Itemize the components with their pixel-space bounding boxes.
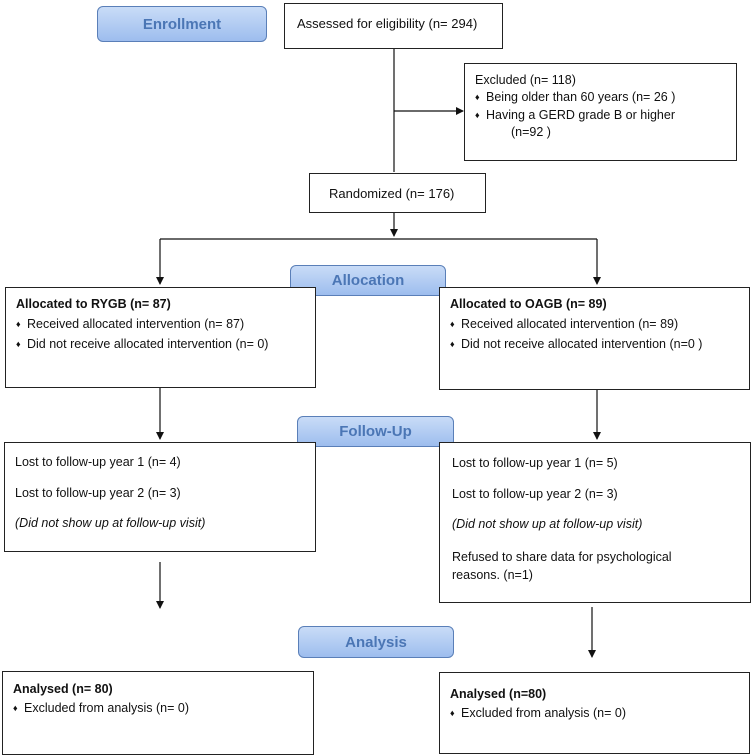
stage-allocation: Allocation — [290, 265, 446, 296]
assessed-box: Assessed for eligibility (n= 294) — [284, 3, 503, 49]
bullet-icon: ♦ — [450, 707, 455, 718]
left-followup-box: Lost to follow-up year 1 (n= 4) Lost to … — [4, 442, 316, 552]
right-allocation-box: Allocated to OAGB (n= 89) ♦Received allo… — [439, 287, 750, 390]
left-analysis-item: ♦Excluded from analysis (n= 0) — [13, 699, 313, 718]
excluded-title: Excluded (n= 118) — [475, 73, 576, 87]
left-allocation-item: ♦Did not receive allocated intervention … — [16, 334, 315, 354]
left-followup-note: (Did not show up at follow-up visit) — [15, 516, 206, 531]
excluded-item: ♦Being older than 60 years (n= 26 ) — [475, 90, 676, 105]
right-followup-year2: Lost to follow-up year 2 (n= 3) — [452, 486, 618, 501]
randomized-text: Randomized (n= 176) — [329, 186, 455, 201]
left-followup-year2: Lost to follow-up year 2 (n= 3) — [15, 485, 181, 500]
left-allocation-box: Allocated to RYGB (n= 87) ♦Received allo… — [5, 287, 316, 388]
right-followup-note: (Did not show up at follow-up visit) — [452, 517, 643, 532]
stage-analysis: Analysis — [298, 626, 454, 658]
excluded-box: Excluded (n= 118) ♦Being older than 60 y… — [464, 63, 737, 161]
bullet-icon: ♦ — [450, 319, 455, 329]
right-analysis-title: Analysed (n=80) — [450, 687, 547, 701]
bullet-icon: ♦ — [16, 319, 21, 329]
right-followup-year1: Lost to follow-up year 1 (n= 5) — [452, 456, 618, 470]
assessed-text: Assessed for eligibility (n= 294) — [297, 16, 478, 31]
right-followup-refused: Refused to share data for psychological … — [452, 549, 672, 582]
stage-enrollment: Enrollment — [97, 6, 267, 42]
right-followup-box: Lost to follow-up year 1 (n= 5) Lost to … — [439, 442, 751, 603]
bullet-icon: ♦ — [450, 339, 455, 349]
right-allocation-item: ♦Did not receive allocated intervention … — [450, 334, 749, 354]
bullet-icon: ♦ — [475, 109, 480, 120]
excluded-item: ♦Having a GERD grade B or higher — [475, 107, 675, 122]
right-allocation-title: Allocated to OAGB (n= 89) — [450, 297, 607, 311]
stage-followup: Follow-Up — [297, 416, 454, 447]
left-followup-year1: Lost to follow-up year 1 (n= 4) — [15, 455, 181, 469]
randomized-box: Randomized (n= 176) — [309, 173, 486, 213]
bullet-icon: ♦ — [475, 92, 480, 103]
right-analysis-item: ♦Excluded from analysis (n= 0) — [450, 704, 749, 723]
bullet-icon: ♦ — [13, 702, 18, 713]
right-analysis-box: Analysed (n=80) ♦Excluded from analysis … — [439, 672, 750, 754]
left-allocation-item: ♦Received allocated intervention (n= 87) — [16, 314, 315, 334]
bullet-icon: ♦ — [16, 339, 21, 349]
excluded-continuation: (n=92 ) — [511, 124, 551, 139]
right-allocation-item: ♦Received allocated intervention (n= 89) — [450, 314, 749, 334]
left-allocation-title: Allocated to RYGB (n= 87) — [16, 297, 171, 311]
left-analysis-box: Analysed (n= 80) ♦Excluded from analysis… — [2, 671, 314, 755]
left-analysis-title: Analysed (n= 80) — [13, 682, 113, 696]
